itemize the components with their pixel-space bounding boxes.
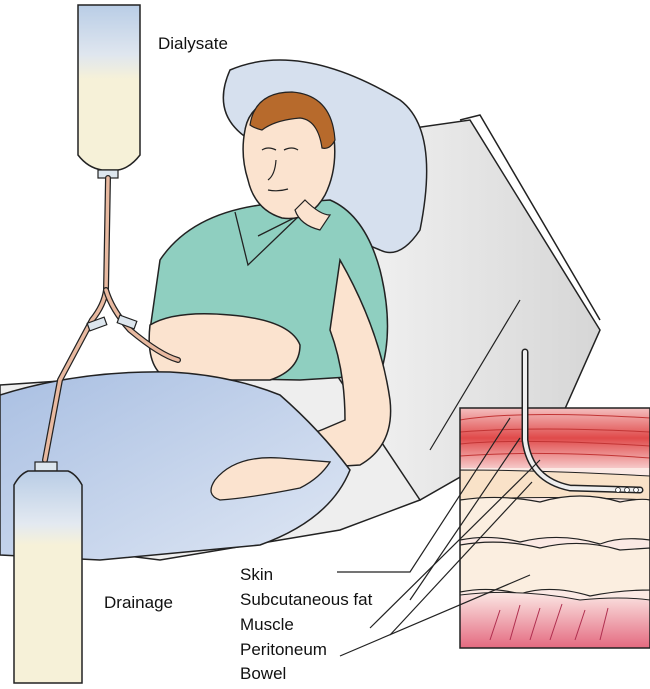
subcutaneous-fat-label: Subcutaneous fat [240, 591, 372, 608]
muscle-label: Muscle [240, 616, 294, 633]
dialysate-label: Dialysate [158, 35, 228, 52]
drainage-bag [14, 462, 82, 683]
bowel-label: Bowel [240, 665, 286, 682]
skin-label: Skin [240, 566, 273, 583]
peritoneum-label: Peritoneum [240, 641, 327, 658]
dialysate-bag [78, 5, 140, 178]
drainage-label: Drainage [104, 594, 173, 611]
